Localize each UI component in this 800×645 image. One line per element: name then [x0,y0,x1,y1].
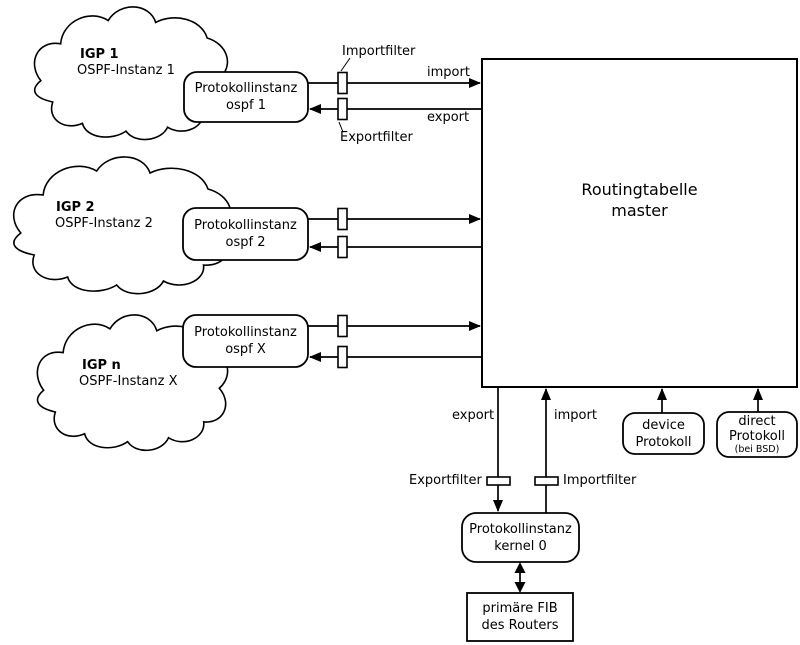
import-filter-box-1 [337,71,348,95]
direct-protocol-line1: direct [738,414,776,429]
fib-label: primäre FIB des Routers [467,593,573,641]
fib-box [466,592,574,642]
cloud-2-title: IGP 2 [56,200,95,215]
routing-table-label: Routingtabelle master [482,179,797,221]
import-filter-box-3 [337,314,348,338]
direct-protocol-note: (bei BSD) [734,444,780,455]
routing-table-box [481,58,798,388]
cloud-2-subtitle: OSPF-Instanz 2 [55,216,153,231]
device-protocol-line1: device [642,417,685,433]
kernel-export-label: export [452,408,495,423]
import-filter-box-2 [337,207,348,231]
kernel-fib-arrowhead-up [514,562,526,573]
direct-protocol-label: direct Protokoll (bei BSD) [717,412,797,457]
protocol-box-2-label: Protokollinstanz ospf 2 [183,208,308,260]
cloud-1-subtitle: OSPF-Instanz 1 [77,63,175,78]
export-filter-box-2 [337,235,348,259]
exportfilter-pointer-line [338,121,344,133]
protocol-box-3-line1: Protokollinstanz [194,325,297,340]
kernel-protocol-line2: kernel 0 [494,538,547,554]
kernel-fib-arrowhead-down [514,582,526,593]
kernel-export-filter-box [486,476,511,486]
protocol-box-3-label: Protokollinstanz ospf X [183,315,308,367]
importfilter-pointer-line [340,57,351,72]
protocol-box-3-line2: ospf X [225,342,266,357]
protocol-box-2-line2: ospf 2 [225,235,266,250]
routing-table-subtitle: master [611,201,668,220]
cloud-3-title: IGP n [82,358,121,373]
direct-protocol-line2: Protokoll [729,429,785,444]
device-protocol-label: device Protokoll [623,413,704,454]
kernel-protocol-box [461,512,580,563]
cloud-3-subtitle: OSPF-Instanz X [79,374,178,389]
exportfilter-top-label: Exportfilter [340,130,413,145]
import-arrow-label: import [427,65,470,80]
importfilter-top-label: Importfilter [342,44,416,59]
kernel-import-filter-box [534,476,559,486]
exportfilter-bottom-label: Exportfilter [409,473,482,488]
device-protocol-box [622,412,705,455]
kernel-protocol-label: Protokollinstanz kernel 0 [462,513,579,562]
protocol-box-1 [183,71,309,123]
device-protocol-line2: Protokoll [635,434,692,450]
routing-table-title: Routingtabelle [581,180,698,199]
importfilter-bottom-label: Importfilter [563,473,637,488]
igp-cloud-3 [37,315,227,450]
export-filter-box-1 [337,97,348,121]
protocol-box-2-line1: Protokollinstanz [194,218,297,233]
protocol-box-1-line2: ospf 1 [226,98,266,113]
protocol-box-1-label: Protokollinstanz ospf 1 [184,72,308,122]
protocol-box-3 [182,314,309,368]
kernel-protocol-line1: Protokollinstanz [469,521,572,537]
fib-line2: des Routers [481,618,559,633]
export-arrow-label: export [427,110,470,125]
protocol-box-1-line1: Protokollinstanz [194,81,298,96]
protocol-box-2 [182,207,309,261]
cloud-1-title: IGP 1 [80,47,119,62]
export-filter-box-3 [337,345,348,369]
direct-protocol-box [716,411,798,458]
fib-line1: primäre FIB [482,601,558,616]
kernel-import-label: import [554,408,597,423]
